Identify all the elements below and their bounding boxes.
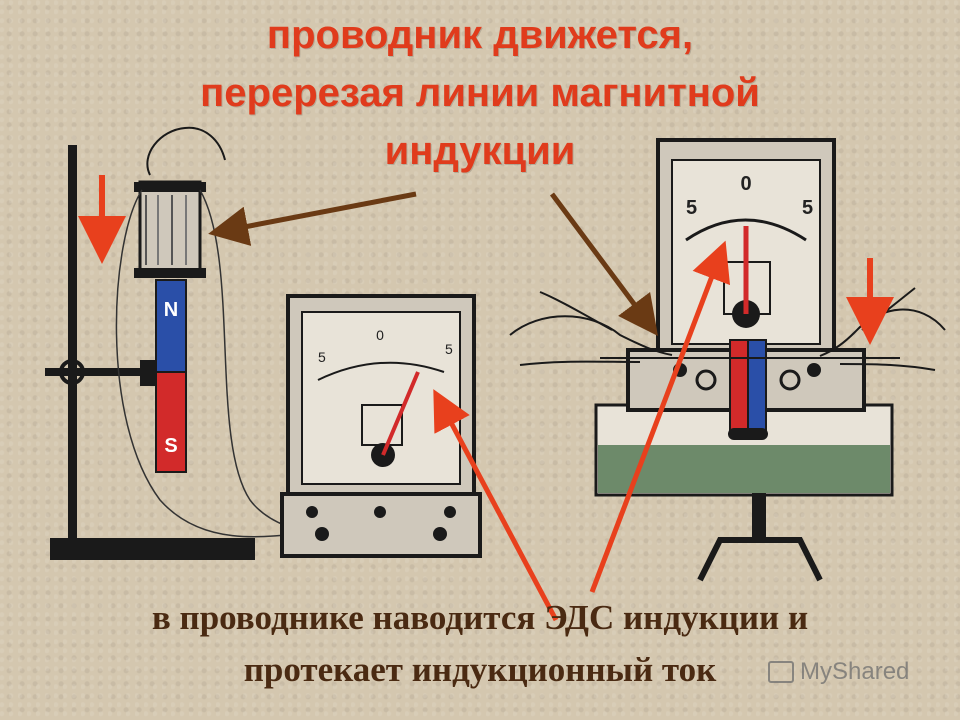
pointer-to-wire [549, 192, 658, 337]
right-scale-zero: 0 [740, 173, 751, 195]
caption-line-2: протекает индукционный ток [243, 650, 717, 689]
magnet-south-label: S [164, 435, 177, 457]
slide-caption: в проводнике наводится ЭДС индукции и пр… [0, 592, 960, 696]
magnet-left: N S [155, 279, 187, 473]
title-line-1: проводник движется, [266, 13, 694, 57]
watermark-icon [768, 661, 794, 683]
magnet-north-label: N [164, 299, 178, 321]
title-line-2: перерезая линии магнитной [200, 71, 760, 115]
pointer-to-right-needle [589, 240, 731, 593]
coil [134, 126, 226, 278]
pointer-to-coil [208, 191, 417, 246]
right-scale-left: 5 [686, 197, 697, 219]
watermark-text: MyShared [800, 658, 910, 685]
left-scale-zero: 0 [376, 327, 384, 343]
right-scale-right: 5 [802, 197, 813, 219]
left-scale-left: 5 [318, 349, 326, 365]
slide-title: проводник движется, перерезая линии магн… [0, 6, 960, 180]
pointer-to-left-needle [433, 389, 559, 622]
title-line-3: индукции [384, 129, 576, 173]
left-scale-right: 5 [445, 341, 453, 357]
watermark: MyShared [768, 658, 909, 686]
magnet-right [728, 339, 768, 440]
caption-line-1: в проводнике наводится ЭДС индукции и [151, 598, 809, 637]
